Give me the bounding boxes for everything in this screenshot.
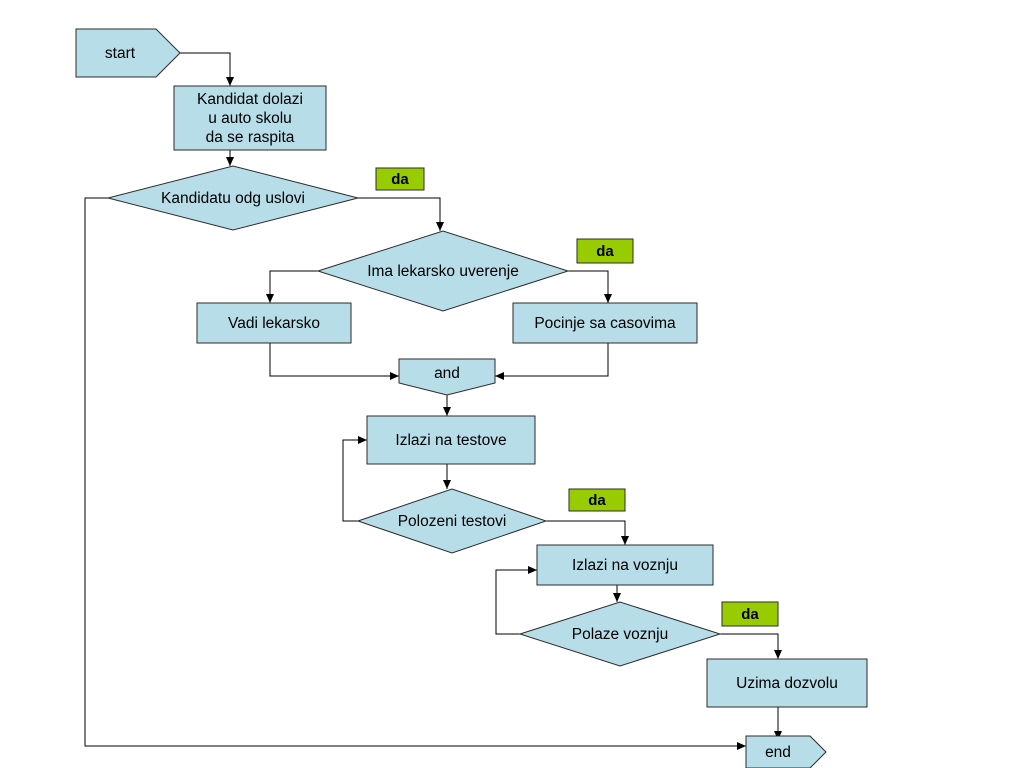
edges-layer [84,52,782,750]
edge-polozeni-to-testovi [342,436,367,522]
node-end: end [745,735,827,768]
edge-start-to-dolazi [180,52,234,86]
node-polozeni-label: Polozeni testovi [398,513,507,530]
branch-tag-box [375,167,425,191]
node-voznja-shape [536,544,714,586]
branch-tag-box [721,601,779,627]
node-dolazi: Kandidat dolazi u auto skolu da se raspita [173,85,327,151]
node-casovi-shape [512,302,698,344]
node-vadi-shape [196,302,352,344]
node-casovi-label: Pocinje sa casovima [534,315,676,332]
node-uverenje-shape [316,230,570,312]
node-and-shape [398,358,496,396]
node-start-label: start [105,45,136,62]
branch-tag-box [568,488,626,512]
tags-layer: da da da da [375,167,779,627]
branch-tag-polozeni: da [568,488,626,512]
node-uslovi-shape [107,165,359,231]
node-start: start [75,28,181,78]
node-end-shape [745,735,827,768]
node-start-shape [75,28,181,78]
edge-vadi-to-and [269,343,399,380]
branch-tag-label: da [391,171,409,188]
node-dolazi-label: u auto skolu [208,110,292,127]
node-and: and [398,358,496,396]
node-dozvola-label: Uzima dozvolu [736,675,838,692]
node-voznja: Izlazi na voznju [536,544,714,586]
branch-tag-polaze: da [721,601,779,627]
node-polozeni: Polozeni testovi [356,488,548,554]
node-polaze: Polaze voznju [518,601,722,667]
node-polaze-shape [518,601,722,667]
edge-uverenje-to-casovi [568,270,612,303]
edge-polaze-to-voznja [495,566,537,635]
node-voznja-label: Izlazi na voznju [572,557,678,574]
edge-polaze-to-dozvola [720,633,782,659]
branch-tag-label: da [588,492,606,509]
edge-polozeni-to-voznja [546,520,629,545]
node-vadi-label: Vadi lekarsko [228,315,320,332]
branch-tag-uverenje: da [576,238,634,264]
node-and-label: and [434,365,460,382]
edge-casovi-to-and [495,343,609,380]
node-polaze-label: Polaze voznju [572,626,669,643]
node-dozvola-shape [706,658,868,708]
branch-tag-box [576,238,634,264]
node-dolazi-label: Kandidat dolazi [197,91,303,108]
node-polozeni-shape [356,488,548,554]
node-testovi-shape [366,415,536,465]
branch-tag-label: da [596,243,614,260]
edge-uverenje-to-vadi [266,270,318,303]
node-testovi-label: Izlazi na testove [395,432,506,449]
node-testovi: Izlazi na testove [366,415,536,465]
node-casovi: Pocinje sa casovima [512,302,698,344]
node-vadi: Vadi lekarsko [196,302,352,344]
node-uslovi-label: Kandidatu odg uslovi [161,190,305,207]
node-end-label: end [765,744,791,761]
node-dolazi-label: da se raspita [206,129,295,146]
node-uverenje: Ima lekarsko uverenje [316,230,570,312]
edge-uslovi-to-end [84,197,746,750]
node-dozvola: Uzima dozvolu [706,658,868,708]
node-dolazi-shape [173,85,327,151]
node-uverenje-label: Ima lekarsko uverenje [367,263,519,280]
node-uslovi: Kandidatu odg uslovi [107,165,359,231]
edge-uslovi-to-uverenje [358,197,444,231]
branch-tag-label: da [741,606,759,623]
branch-tag-uslovi: da [375,167,425,191]
